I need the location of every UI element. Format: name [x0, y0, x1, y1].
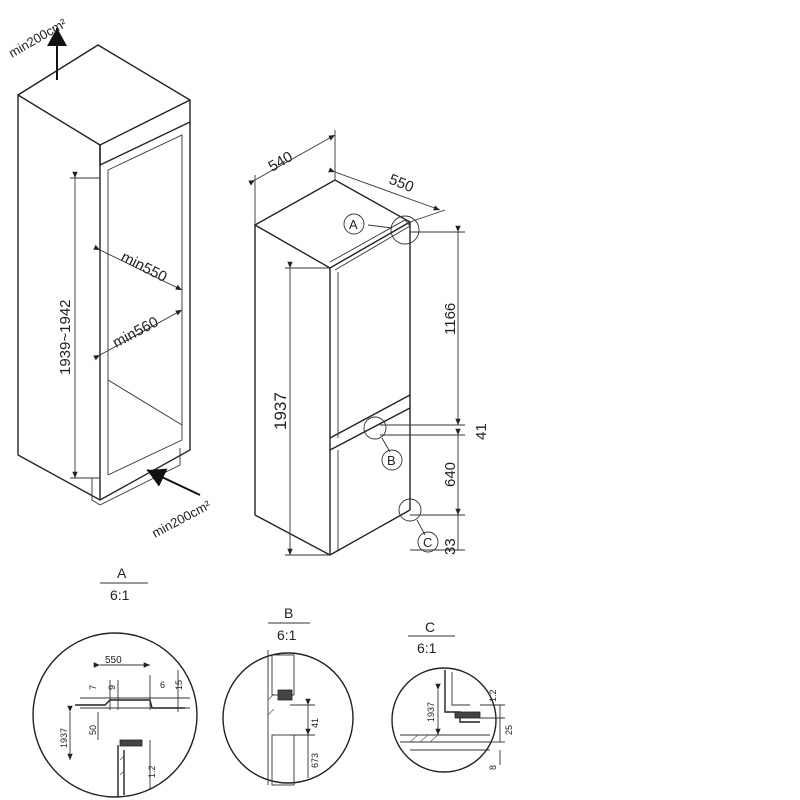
detail-a-dim-9: 9: [107, 685, 117, 690]
detail-a-dim-550: 550: [105, 655, 122, 666]
detail-a-dim-1-2: 1.2: [147, 765, 157, 778]
vent-bottom-label: min200cm²: [149, 497, 213, 541]
detail-c-dim-1-2: 1.2: [488, 689, 498, 702]
cabinet-depth-label: min550: [118, 248, 170, 285]
detail-b-dim-673: 673: [310, 753, 320, 768]
callout-b-label: B: [387, 453, 396, 468]
bottom-height-label: 33: [442, 538, 459, 555]
gap-label: 41: [473, 423, 490, 440]
cabinet-width-label: min560: [110, 313, 161, 351]
detail-b-title: B: [284, 605, 293, 621]
detail-a-dim-7: 7: [88, 685, 98, 690]
freezer-height-label: 640: [442, 462, 459, 487]
detail-a-scale: 6:1: [110, 587, 130, 603]
detail-b: [222, 622, 354, 786]
detail-a: [32, 582, 198, 798]
detail-c-dim-1937: 1937: [426, 702, 436, 722]
cabinet-drawing: [17, 28, 201, 506]
vent-top-label: min200cm²: [6, 15, 70, 60]
callout-a-label: A: [349, 217, 358, 232]
detail-c: [391, 635, 505, 773]
detail-c-dim-8: 8: [488, 765, 498, 770]
vent-bottom-arrow: [146, 468, 201, 496]
detail-a-dim-50: 50: [88, 725, 98, 735]
detail-c-dim-25: 25: [504, 725, 514, 735]
detail-a-dim-15: 15: [174, 680, 184, 690]
cabinet-height-label: 1939~1942: [57, 300, 74, 376]
detail-c-title: C: [425, 619, 435, 635]
detail-a-title: A: [117, 565, 127, 581]
detail-a-dim-6: 6: [160, 680, 165, 690]
detail-c-scale: 6:1: [417, 640, 437, 656]
detail-b-scale: 6:1: [277, 627, 297, 643]
appliance-drawing: [248, 130, 465, 556]
detail-b-dim-41: 41: [310, 718, 320, 728]
detail-a-dim-1937: 1937: [59, 728, 69, 748]
callout-c-label: C: [423, 535, 432, 550]
fridge-height-label: 1166: [442, 303, 459, 335]
appliance-height-label: 1937: [271, 392, 290, 430]
